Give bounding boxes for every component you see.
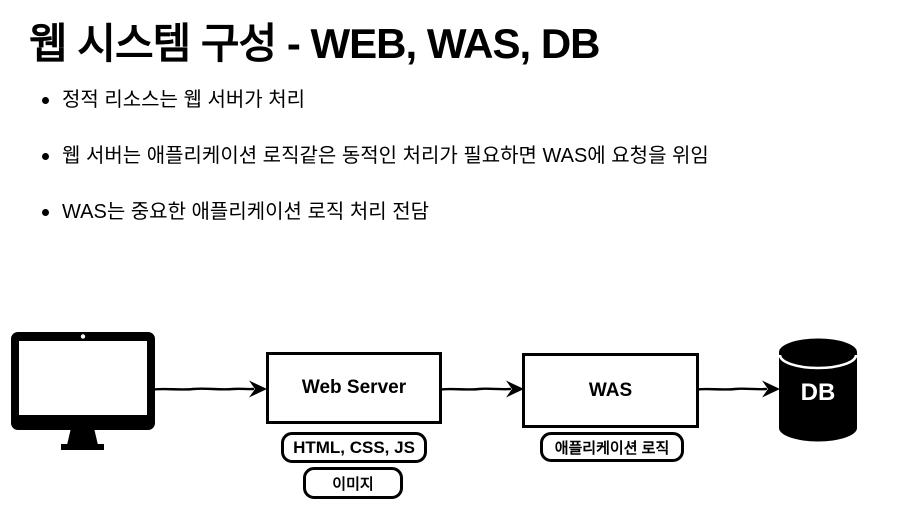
bullet-item: 웹 서버는 애플리케이션 로직같은 동적인 처리가 필요하면 WAS에 요청을 … [34, 144, 902, 169]
was-label: WAS [588, 379, 633, 401]
db-label: DB [801, 379, 836, 406]
bullet-item: 정적 리소스는 웹 서버가 처리 [34, 88, 902, 113]
desktop-monitor-icon [11, 332, 155, 450]
was-node: WAS [522, 353, 699, 428]
web-server-node: Web Server [266, 352, 442, 424]
database-cylinder-icon: DB [778, 338, 858, 442]
arrow-right-icon [697, 380, 780, 398]
bullet-list: 정적 리소스는 웹 서버가 처리 웹 서버는 애플리케이션 로직같은 동적인 처… [34, 88, 902, 256]
web-server-sublabel-html-css-js: HTML, CSS, JS [281, 432, 427, 463]
bullet-item: WAS는 중요한 애플리케이션 로직 처리 전담 [34, 200, 902, 225]
arrow-right-icon [153, 380, 267, 398]
page-title: 웹 시스템 구성 - WEB, WAS, DB [29, 20, 600, 67]
arrow-right-icon [441, 380, 524, 398]
web-server-label: Web Server [301, 377, 407, 398]
web-server-sublabel-images: 이미지 [303, 467, 403, 499]
was-sublabel-application-logic: 애플리케이션 로직 [540, 432, 684, 462]
